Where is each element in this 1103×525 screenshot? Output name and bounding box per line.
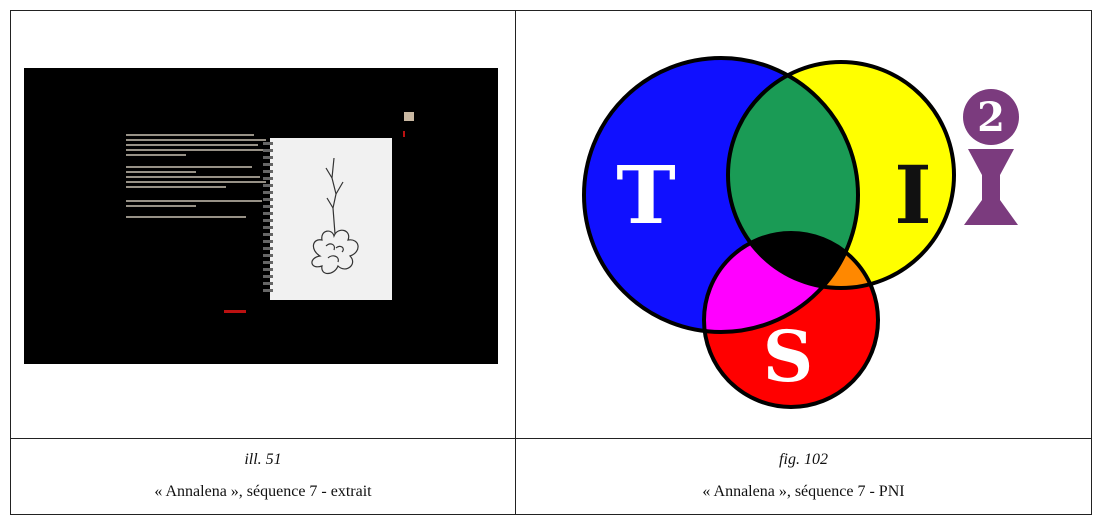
figure-image-cell-right: T I S 2 xyxy=(516,11,1091,438)
text-line xyxy=(126,200,262,202)
text-line xyxy=(126,171,196,173)
figure-table: T I S 2 ill. 51 « Annalena », séquence 7… xyxy=(10,10,1092,515)
text-line xyxy=(126,205,196,207)
notebook-page xyxy=(270,138,392,300)
figure-caption: « Annalena », séquence 7 - PNI xyxy=(516,483,1091,501)
text-line xyxy=(126,166,252,168)
next-arrow xyxy=(224,310,246,313)
text-line xyxy=(126,181,266,183)
letter-s: S xyxy=(763,315,814,398)
text-line xyxy=(126,144,258,146)
annalena-screenshot xyxy=(24,68,498,364)
letter-i: I xyxy=(894,148,931,242)
tis-venn-diagram: T I S 2 xyxy=(556,25,1036,425)
text-line xyxy=(126,216,246,218)
text-line xyxy=(126,176,260,178)
text-line xyxy=(126,139,266,141)
red-marker xyxy=(403,131,405,137)
text-line xyxy=(126,186,226,188)
caption-cell-left: ill. 51 « Annalena », séquence 7 - extra… xyxy=(11,439,515,514)
text-line xyxy=(126,134,254,136)
text-line xyxy=(126,149,264,151)
letter-t: T xyxy=(616,148,676,242)
figure-caption: « Annalena », séquence 7 - extrait xyxy=(11,483,515,501)
text-line xyxy=(126,154,186,156)
page-tab xyxy=(404,112,414,121)
caption-cell-right: fig. 102 « Annalena », séquence 7 - PNI xyxy=(516,439,1091,514)
figure-number: fig. 102 xyxy=(516,451,1091,469)
figure-number: ill. 51 xyxy=(11,451,515,469)
badge-number: 2 xyxy=(977,94,1005,141)
plant-drawing xyxy=(270,138,392,300)
figure-image-cell-left xyxy=(11,11,515,438)
